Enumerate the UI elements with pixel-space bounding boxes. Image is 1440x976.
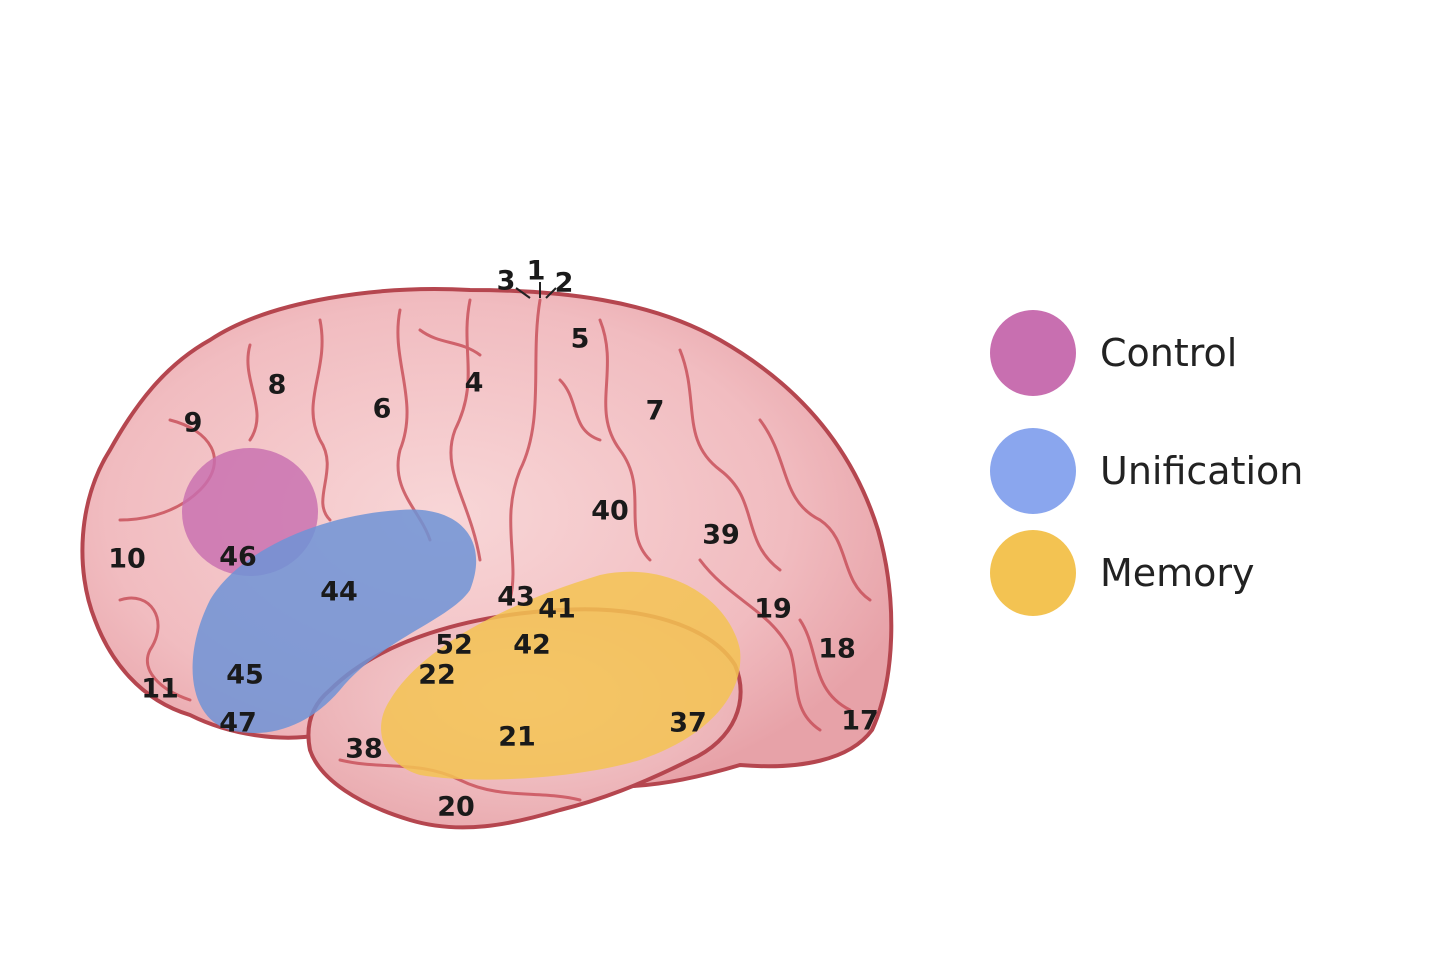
area-label-4: 4	[465, 368, 484, 399]
area-label-8: 8	[268, 370, 287, 401]
legend-label-control: Control	[1100, 331, 1238, 375]
legend-item-control: Control	[990, 310, 1237, 396]
control-swatch	[990, 310, 1076, 396]
area-label-19: 19	[754, 594, 792, 625]
area-label-38: 38	[345, 734, 383, 765]
area-label-17: 17	[841, 706, 879, 737]
gyri-lines	[118, 298, 872, 802]
area-label-18: 18	[818, 634, 856, 665]
area-label-10: 10	[108, 544, 146, 575]
area-label-7: 7	[646, 396, 665, 427]
area-label-46: 46	[219, 542, 257, 573]
area-label-39: 39	[702, 520, 740, 551]
sulcus-pointer	[515, 282, 557, 299]
area-label-11: 11	[141, 674, 179, 705]
memory-swatch	[990, 530, 1076, 616]
area-label-3: 3	[497, 266, 516, 297]
unification-swatch	[990, 428, 1076, 514]
legend-item-memory: Memory	[990, 530, 1255, 616]
area-label-44: 44	[320, 577, 358, 608]
area-label-5: 5	[571, 324, 590, 355]
area-label-45: 45	[226, 660, 264, 691]
area-label-41: 41	[538, 594, 576, 625]
memory-region	[381, 571, 741, 780]
legend-label-memory: Memory	[1100, 551, 1255, 595]
area-label-9: 9	[184, 408, 203, 439]
legend-label-unification: Unification	[1100, 449, 1304, 493]
area-label-21: 21	[498, 722, 536, 753]
unification-region	[192, 509, 477, 734]
area-label-22: 22	[418, 660, 456, 691]
area-label-20: 20	[437, 792, 475, 823]
area-label-37: 37	[669, 708, 707, 739]
area-label-42: 42	[513, 630, 551, 661]
legend-item-unification: Unification	[990, 428, 1303, 514]
area-label-6: 6	[373, 394, 392, 425]
area-label-43: 43	[497, 582, 535, 613]
area-label-2: 2	[555, 268, 574, 299]
area-label-52: 52	[435, 630, 473, 661]
legend: Control Unification Memory	[990, 310, 1410, 640]
area-label-40: 40	[591, 496, 629, 527]
area-label-1: 1	[527, 256, 546, 287]
area-label-47: 47	[219, 708, 257, 739]
